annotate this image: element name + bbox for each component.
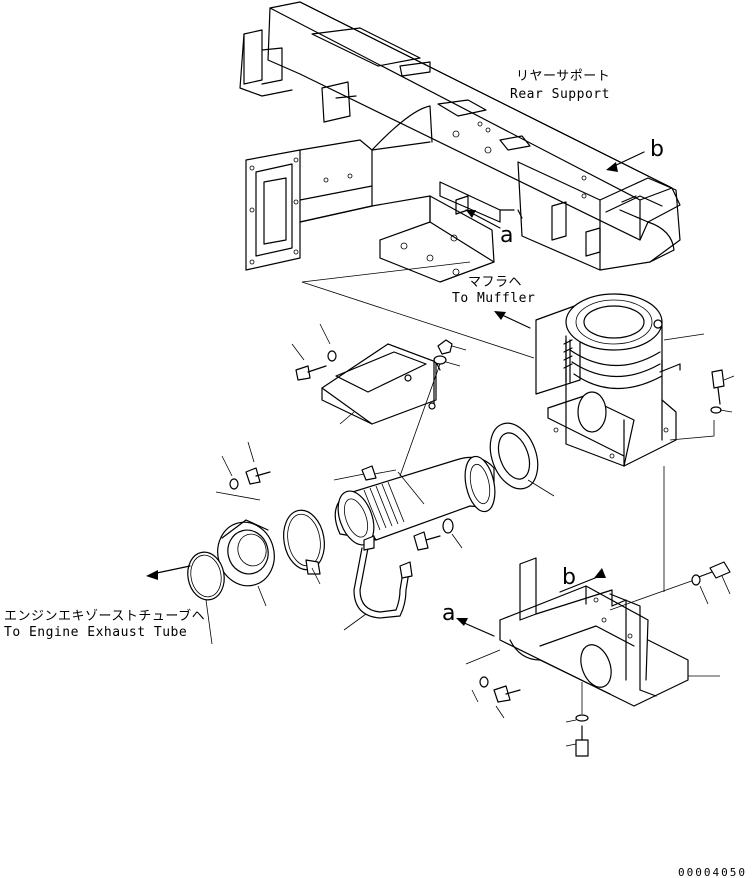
- arrow-a-top: [465, 209, 501, 229]
- marker-b-bottom: b: [562, 565, 576, 590]
- rear-support-label-en: Rear Support: [510, 87, 610, 102]
- engine-tube-label-en: To Engine Exhaust Tube: [4, 625, 187, 640]
- arrow-b-bottom: [559, 568, 606, 593]
- engine-tube-label-jp: エンジンエキゾーストチューブヘ: [4, 608, 205, 624]
- pipe-bolt: [333, 465, 397, 481]
- heat-shield-bracket: [321, 343, 441, 425]
- arrow-to-engine: [146, 565, 191, 580]
- lower-bolt-right: [691, 561, 731, 605]
- drawing-code: 00004050: [678, 866, 747, 878]
- shield-bolt-left: [291, 323, 337, 381]
- lower-support-bracket: [499, 557, 689, 707]
- arrow-to-muffler: [494, 311, 531, 329]
- marker-a-bottom: a: [442, 601, 455, 626]
- cross-member-flange: [245, 105, 433, 271]
- bolt-middle: [413, 518, 463, 551]
- lower-bolt-bottom: [565, 682, 589, 757]
- muffler-label-jp: マフラヘ: [468, 275, 522, 290]
- bolt-muffler-right: [669, 369, 735, 441]
- gasket-left: [187, 551, 225, 645]
- shield-nut-right: [399, 339, 467, 477]
- flex-hose: [343, 535, 413, 631]
- muffler-adapter: [535, 293, 681, 467]
- lower-bolt-left: [465, 649, 521, 719]
- rear-support-label-jp: リヤーサポート: [516, 69, 610, 84]
- marker-a-top: a: [500, 223, 513, 248]
- arrow-a-bottom: [456, 618, 495, 637]
- clamp-band: [283, 509, 325, 585]
- muffler-label-en: To Muffler: [452, 291, 535, 306]
- mount-bracket-top: [379, 181, 523, 283]
- marker-b-top: b: [650, 137, 664, 162]
- flange-adapter: [217, 519, 275, 607]
- arrow-b-top: [606, 151, 645, 172]
- bellows-pipe: [334, 455, 496, 546]
- rear-support-frame: [239, 1, 681, 271]
- flange-bolt: [215, 441, 271, 501]
- gasket: [489, 422, 555, 497]
